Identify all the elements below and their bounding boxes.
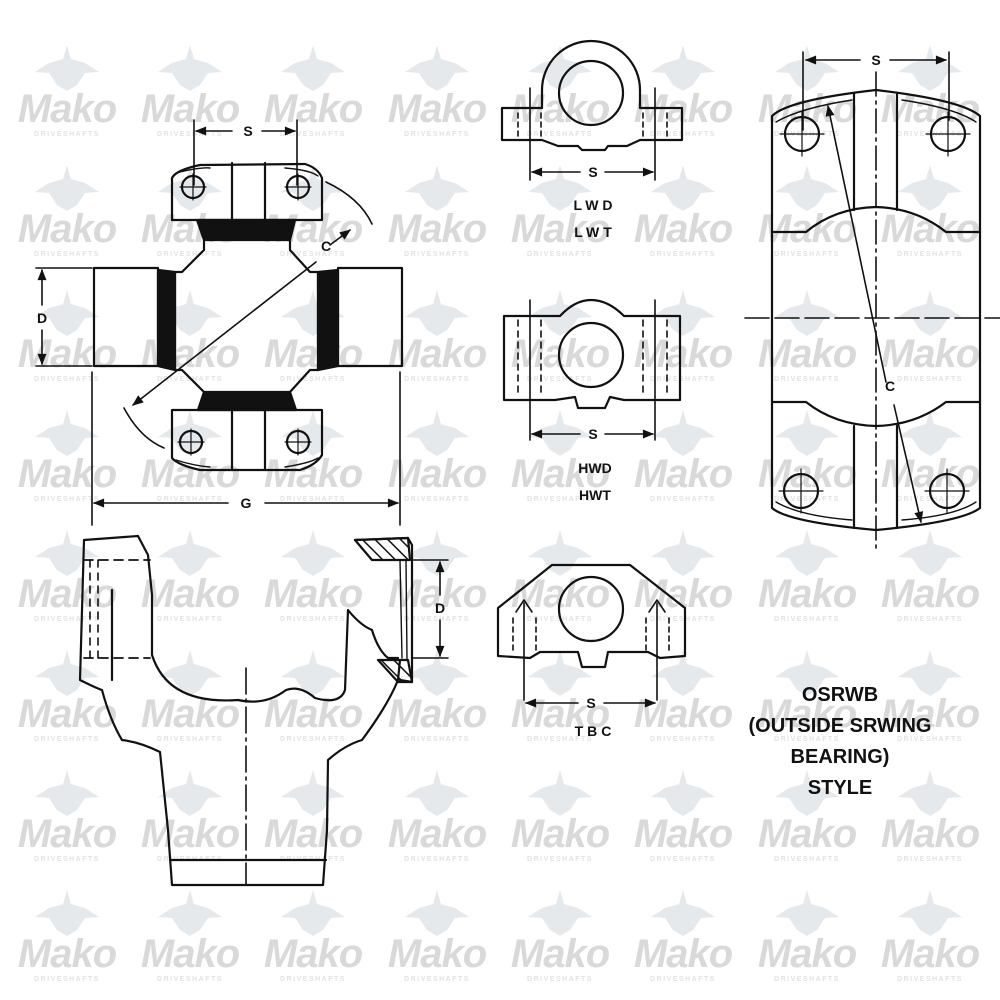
cross-dim-d-label: D [36, 310, 48, 326]
hwd-dim-s-label: S [588, 426, 598, 442]
style-label-tbc: TBC [574, 723, 616, 739]
caption-line-2: (OUTSIDE SRWING [748, 715, 932, 737]
caption-line-1: OSRWB [801, 684, 879, 706]
bearing-style-lwd-lwt [500, 39, 684, 181]
cross-dim-s-label: S [243, 123, 253, 139]
cross-view [35, 119, 404, 526]
bearing-style-hwd-hwt [502, 298, 682, 441]
osrwb-dim-c-label: C [884, 378, 896, 394]
style-label-hwd: HWD [578, 460, 612, 476]
lwd-dim-s-label: S [588, 164, 598, 180]
yoke-view [78, 534, 449, 887]
style-label-lwt: LWT [574, 224, 616, 240]
yoke-dim-d-label: D [434, 600, 446, 616]
style-label-hwt: HWT [579, 487, 611, 503]
osrwb-view [744, 51, 1000, 549]
osrwb-caption: OSRWB (OUTSIDE SRWING BEARING) STYLE [690, 680, 990, 804]
caption-line-3: BEARING) [790, 746, 890, 768]
osrwb-dim-s-label: S [871, 52, 881, 68]
style-label-lwd: LWD [573, 197, 617, 213]
caption-line-4: STYLE [807, 777, 873, 799]
tbc-dim-s-label: S [586, 695, 596, 711]
bearing-style-tbc [496, 563, 687, 708]
cross-dim-c-label: C [320, 238, 332, 254]
cross-dim-g-label: G [240, 495, 252, 511]
